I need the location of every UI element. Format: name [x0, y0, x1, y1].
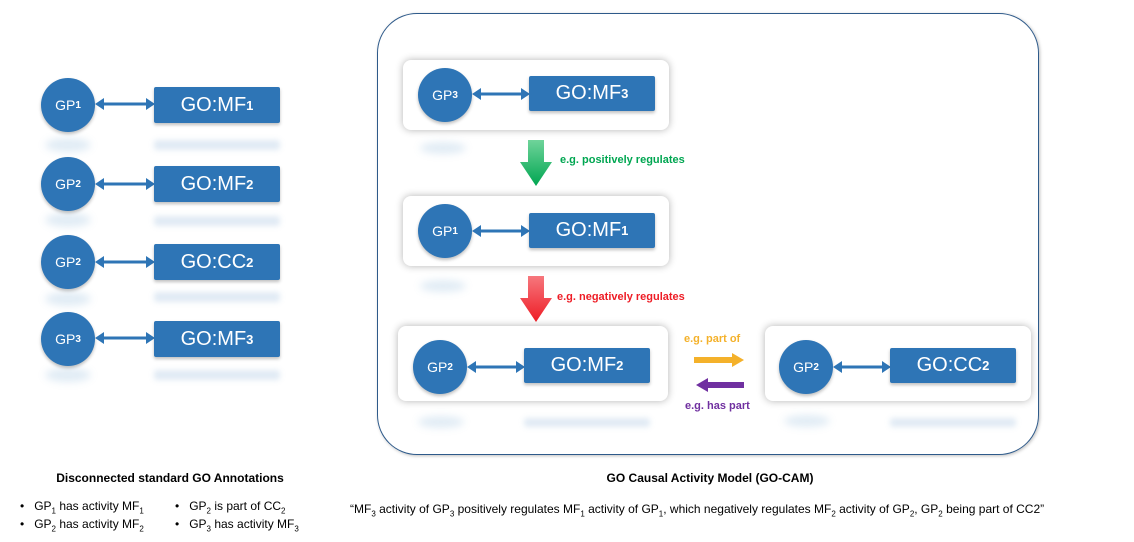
- go-term-subscript: 2: [616, 358, 624, 373]
- gene-product-subscript: 3: [452, 89, 458, 101]
- reflection: [524, 418, 650, 427]
- reflection: [154, 216, 280, 226]
- reflection: [45, 138, 91, 152]
- has-part-label: e.g. has part: [685, 400, 750, 412]
- bullet-item: • GP2 has activity MF2: [20, 517, 144, 534]
- reflection: [45, 213, 91, 227]
- go-term-subscript: 2: [982, 358, 990, 373]
- gene-product-label: GP: [432, 223, 453, 239]
- gene-product-subscript: 1: [75, 99, 81, 111]
- gene-product-subscript: 2: [447, 361, 453, 373]
- double-arrow-icon: [95, 332, 155, 344]
- bullet-item: • GP2 is part of CC2: [175, 499, 286, 516]
- double-arrow-icon: [833, 361, 891, 373]
- bullet-item: • GP3 has activity MF3: [175, 517, 299, 534]
- negatively-regulates-label: e.g. negatively regulates: [557, 291, 685, 303]
- reflection: [154, 370, 280, 380]
- gene-product-label: GP: [432, 87, 453, 103]
- reflection: [784, 415, 830, 427]
- gene-product-subscript: 2: [75, 178, 81, 190]
- double-arrow-icon: [95, 98, 155, 110]
- double-arrow-icon: [472, 225, 530, 237]
- go-term-label: GO:CC: [916, 354, 983, 376]
- go-term-subscript: 2: [246, 254, 254, 270]
- double-arrow-icon: [472, 88, 530, 100]
- reflection: [154, 292, 280, 302]
- go-term-subscript: 1: [621, 223, 629, 238]
- go-term-label: GO:MF: [180, 327, 247, 350]
- reflection: [45, 368, 91, 382]
- gene-product-label: GP: [55, 176, 76, 192]
- double-arrow-icon: [95, 256, 155, 268]
- gene-product-label: GP: [55, 254, 76, 270]
- reflection: [45, 292, 91, 306]
- go-term-label: GO:CC: [180, 250, 247, 273]
- go-term-label: GO:MF: [555, 219, 622, 241]
- gene-product-subscript: 2: [75, 256, 81, 268]
- gene-product-label: GP: [55, 97, 76, 113]
- go-term-subscript: 3: [621, 86, 629, 101]
- go-cam-frame: [377, 13, 1039, 455]
- part-of-arrow-icon: [694, 353, 744, 367]
- has-part-arrow-icon: [696, 378, 744, 392]
- gene-product-label: GP: [793, 359, 814, 375]
- reflection: [890, 418, 1016, 427]
- go-term-subscript: 1: [246, 97, 254, 113]
- right-panel-title: GO Causal Activity Model (GO-CAM): [606, 471, 814, 485]
- bullet-item: • GP1 has activity MF1: [20, 499, 144, 516]
- reflection: [420, 280, 466, 292]
- go-term-label: GO:MF: [555, 82, 622, 104]
- go-term-subscript: 2: [246, 176, 254, 192]
- gene-product-label: GP: [427, 359, 448, 375]
- left-panel-title: Disconnected standard GO Annotations: [56, 471, 284, 485]
- go-term-subscript: 3: [246, 331, 254, 347]
- go-term-label: GO:MF: [550, 354, 617, 376]
- reflection: [418, 416, 464, 428]
- gene-product-subscript: 3: [75, 333, 81, 345]
- go-term-label: GO:MF: [180, 93, 247, 116]
- positively-regulates-label: e.g. positively regulates: [560, 154, 685, 166]
- double-arrow-icon: [95, 178, 155, 190]
- go-cam-caption: “MF3 activity of GP3 positively regulate…: [350, 502, 1045, 519]
- negatively-regulates-arrow-icon: [520, 276, 552, 322]
- go-term-label: GO:MF: [180, 172, 247, 195]
- gene-product-subscript: 2: [813, 361, 819, 373]
- part-of-label: e.g. part of: [684, 333, 741, 345]
- positively-regulates-arrow-icon: [520, 140, 552, 186]
- reflection: [420, 142, 466, 154]
- double-arrow-icon: [467, 361, 525, 373]
- gene-product-subscript: 1: [452, 225, 458, 237]
- reflection: [154, 140, 280, 150]
- gene-product-label: GP: [55, 331, 76, 347]
